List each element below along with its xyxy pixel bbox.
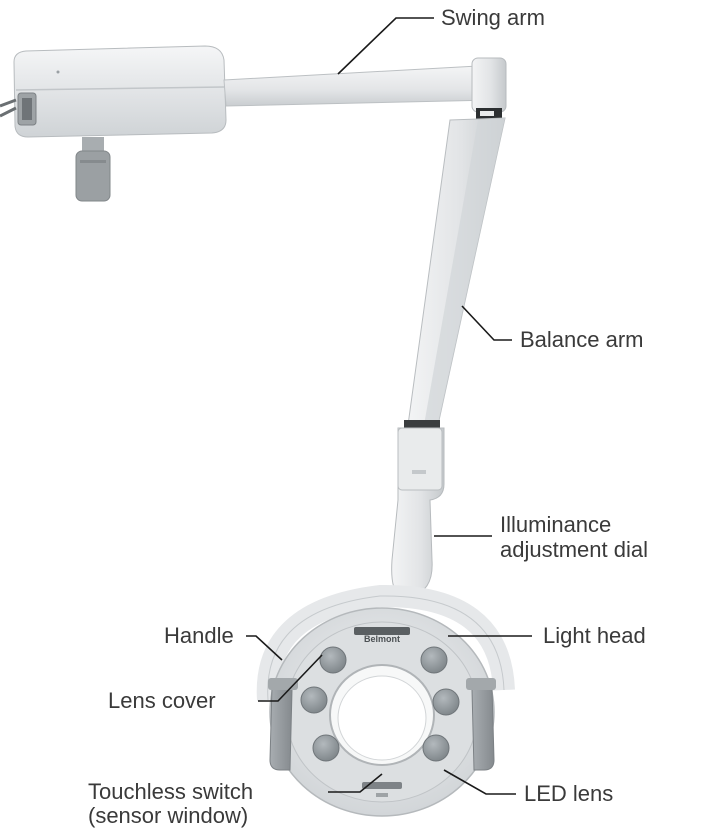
- led-lens: [422, 734, 450, 762]
- label-touchless-line2: (sensor window): [88, 803, 249, 828]
- led-lens: [319, 646, 347, 674]
- handle-right: [466, 678, 496, 771]
- mounting-box: [13, 45, 227, 202]
- sensor-window: [362, 782, 402, 789]
- leader-led-lens: [443, 769, 516, 795]
- leader-lens-cover: [258, 654, 323, 702]
- brand-logo: Belmont: [364, 634, 400, 644]
- label-light-head: Light head: [543, 623, 646, 648]
- label-led-lens: LED lens: [524, 781, 614, 806]
- label-lens-cover: Lens cover: [108, 688, 216, 713]
- label-touchless-line1: Touchless switch: [88, 779, 254, 804]
- handle-left: [268, 678, 298, 771]
- label-swing-arm: Swing arm: [441, 5, 545, 30]
- label-balance-arm: Balance arm: [520, 327, 644, 352]
- led-lens: [300, 686, 328, 714]
- swing-arm: [223, 57, 507, 120]
- leader-handle: [246, 635, 283, 661]
- led-lens: [312, 734, 340, 762]
- yoke: [391, 427, 445, 597]
- pointer-arrow-icon: [0, 98, 17, 118]
- led-lens: [420, 646, 448, 674]
- led-lens: [432, 688, 460, 716]
- leader-touchless: [328, 773, 383, 793]
- led-lenses: [300, 646, 460, 762]
- label-illuminance-line1: Illuminance: [500, 512, 612, 537]
- leader-swing-arm: [337, 17, 434, 75]
- label-illuminance-line2: adjustment dial: [500, 537, 648, 562]
- leader-balance-arm: [461, 305, 512, 341]
- balance-arm: [404, 117, 506, 428]
- label-handle: Handle: [164, 623, 234, 648]
- leader-lines: [246, 17, 532, 795]
